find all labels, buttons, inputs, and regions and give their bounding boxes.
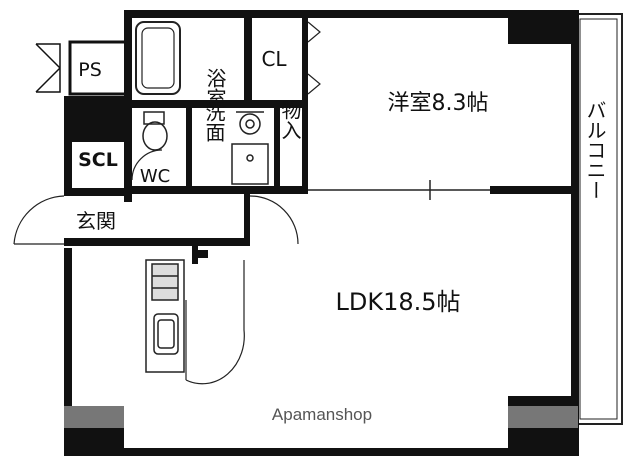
label-entrance: 玄関 <box>76 209 116 233</box>
balcony <box>574 13 623 425</box>
label-ps: PS <box>78 59 102 81</box>
label-washroom: 洗面 <box>202 102 226 142</box>
label-storage: 物入 <box>278 100 302 140</box>
watermark: Apamanshop <box>272 405 372 424</box>
label-shoe-closet: SCL <box>78 149 118 171</box>
washbasin-fixture <box>231 111 269 185</box>
cl-door-marks <box>307 21 321 95</box>
gray-wall-segments <box>64 406 578 428</box>
interior-walls <box>64 10 578 264</box>
bathtub <box>135 21 181 95</box>
door-swings <box>13 149 299 385</box>
label-ldk: LDK18.5帖 <box>335 288 460 316</box>
toilet-fixture <box>142 111 168 151</box>
room-labels: PS 浴室 CL 洋室8.3帖 洗面 物入 SCL WC 玄関 LDK18.5帖… <box>76 47 607 316</box>
label-toilet: WC <box>140 166 170 187</box>
sliding-partition <box>308 180 490 200</box>
outer-walls <box>64 10 579 456</box>
label-closet: CL <box>261 47 287 71</box>
label-balcony: バルコニー <box>583 100 607 200</box>
kitchen-counter <box>145 259 185 373</box>
label-western-room: 洋室8.3帖 <box>388 91 489 116</box>
label-bath: 浴室 <box>203 68 227 108</box>
